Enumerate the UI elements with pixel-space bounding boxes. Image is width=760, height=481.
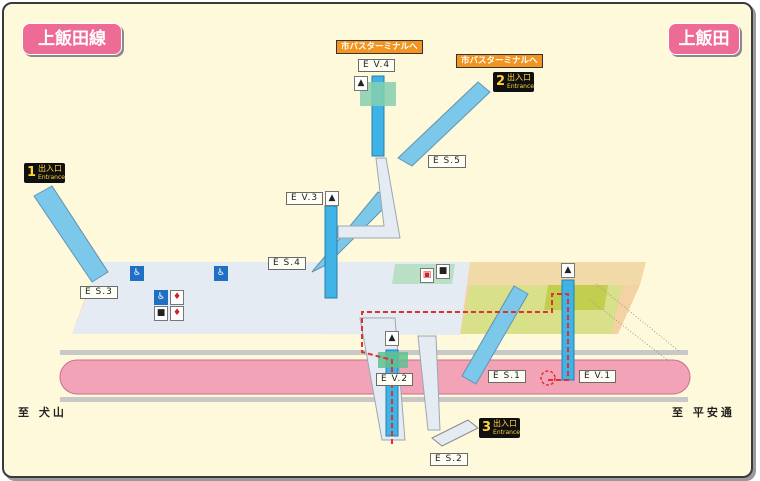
exit-3-badge: 3 出入口 Entrance [479, 418, 521, 438]
exit-2-badge: 2 出入口 Entrance [493, 72, 535, 92]
escalator-es3-rail [51, 185, 109, 273]
exit-label-en: Entrance [493, 429, 520, 436]
elevator-icon: ▲ [385, 331, 399, 346]
stair-exit3 [431, 419, 479, 447]
elevator-label-ev2: E V.2 [376, 373, 414, 386]
platform-rail-right-2 [589, 299, 671, 363]
direction-right: 至 平安通 [672, 406, 735, 419]
exit-1-badge: 1 出入口 Entrance [24, 163, 66, 183]
escalator-es1 [461, 285, 529, 385]
elevator-icon: ▲ [354, 76, 368, 91]
escalator-label-es4: E S.4 [268, 257, 306, 270]
track-lower [60, 397, 688, 402]
restroom-icon: ♦ [170, 290, 184, 305]
elevator-icon: ▲ [325, 191, 339, 206]
gate-zone [544, 285, 608, 310]
upper-corridor [337, 157, 401, 239]
elevator-icon: ▲ [561, 263, 575, 278]
accessible-route-marker [540, 370, 556, 386]
locker-icon: ■ [436, 264, 450, 279]
wheelchair-icon: ♿ [214, 266, 228, 281]
elevator-label-ev3: E V.3 [286, 192, 324, 205]
platform-rail-right [595, 283, 681, 353]
exit-label: 出入口 [507, 73, 532, 82]
station-name-tab: 上飯田 [668, 23, 740, 55]
escalator-label-es1: E S.1 [488, 370, 526, 383]
bus-terminal-sign-right: 市バスターミナルへ [456, 54, 543, 68]
passage-es2 [417, 335, 441, 431]
exit-label: 出入口 [38, 164, 63, 173]
exit-number: 1 [27, 165, 37, 180]
escalator-label-es5: E S.5 [428, 155, 466, 168]
wheelchair-icon: ♿ [130, 266, 144, 281]
exit-label: 出入口 [493, 419, 518, 428]
direction-left: 至 犬山 [18, 406, 67, 419]
elevator-label-ev1: E V.1 [579, 370, 617, 383]
escalator-label-es2: E S.2 [430, 453, 468, 466]
escalator-es5-rail [397, 81, 479, 159]
exit-number: 2 [496, 74, 506, 89]
ticket-gate-icon: ▣ [420, 268, 434, 283]
line-name-tab: 上飯田線 [22, 23, 122, 55]
wheelchair-icon: ♿ [154, 290, 168, 305]
escalator-es3 [33, 185, 109, 283]
accessible-route [361, 293, 569, 444]
restroom-icon: ♦ [170, 306, 184, 321]
escalator-es5 [397, 81, 491, 167]
exit-label-en: Entrance [38, 174, 65, 181]
elevator-shaft-ev3 [324, 205, 338, 299]
exit-label-en: Entrance [507, 83, 534, 90]
exit-number: 3 [482, 420, 492, 435]
elevator-label-ev4: E V.4 [358, 59, 396, 72]
locker-icon: ■ [154, 306, 168, 321]
bus-terminal-sign-upper: 市バスターミナルへ [336, 40, 423, 54]
escalator-label-es3: E S.3 [80, 286, 118, 299]
escalator-es1-rail [461, 285, 515, 377]
